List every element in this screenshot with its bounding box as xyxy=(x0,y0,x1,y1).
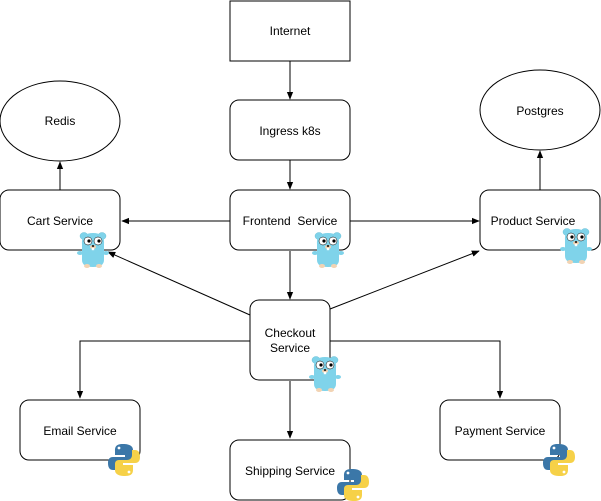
node-cart-label: Cart Service xyxy=(27,214,93,228)
node-ingress-label: Ingress k8s xyxy=(259,124,320,138)
node-product-label: Product Service xyxy=(491,214,576,228)
node-internet: Internet xyxy=(229,0,351,62)
node-ingress: Ingress k8s xyxy=(229,99,351,161)
node-redis-label: Redis xyxy=(45,114,76,128)
edge-checkout-email xyxy=(76,340,250,399)
node-payment: Payment Service xyxy=(439,399,561,461)
edge-checkout-payment xyxy=(330,340,504,399)
node-shipping: Shipping Service xyxy=(229,439,351,501)
connectors xyxy=(56,61,544,439)
node-redis: Redis xyxy=(0,80,121,162)
node-checkout: Checkout Service xyxy=(249,299,331,381)
node-checkout-label-line2: Service xyxy=(270,341,310,355)
node-internet-label: Internet xyxy=(270,24,311,38)
node-payment-label: Payment Service xyxy=(455,424,546,438)
node-checkout-label-line1: Checkout xyxy=(265,326,316,340)
node-postgres-label: Postgres xyxy=(516,104,563,118)
node-email: Email Service xyxy=(19,399,141,461)
edge-checkout-cart xyxy=(107,251,251,316)
node-shipping-label: Shipping Service xyxy=(245,464,335,478)
node-postgres: Postgres xyxy=(479,69,601,151)
edge-checkout-product xyxy=(329,250,480,310)
node-email-label: Email Service xyxy=(43,424,117,438)
node-frontend-label: Frontend Service xyxy=(243,214,338,228)
